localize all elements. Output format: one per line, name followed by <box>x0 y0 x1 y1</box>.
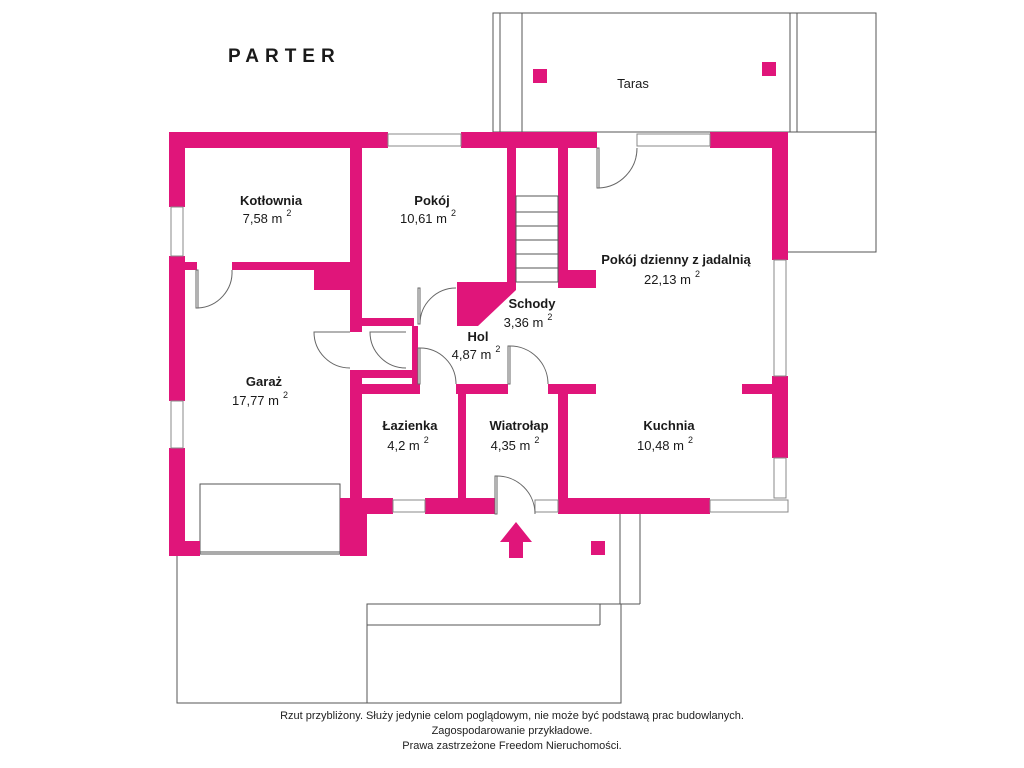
svg-text:4,87 m2: 4,87 m2 <box>452 344 501 362</box>
terrace-marker-left <box>533 69 547 83</box>
terrace-marker-right <box>762 62 776 76</box>
walls <box>169 132 788 556</box>
entrance-marker <box>591 541 605 555</box>
svg-text:Łazienka: Łazienka <box>383 418 439 433</box>
terrace-label: Taras <box>617 76 649 91</box>
svg-text:Kotłownia: Kotłownia <box>240 193 303 208</box>
svg-text:Schody: Schody <box>509 296 557 311</box>
floor-heading: PARTER <box>228 46 341 67</box>
windows <box>170 133 789 513</box>
copyright-line: Prawa zastrzeżone Freedom Nieruchomości. <box>402 740 622 752</box>
svg-text:Garaż: Garaż <box>246 374 283 389</box>
svg-text:Pokój dzienny z jadalnią: Pokój dzienny z jadalnią <box>601 252 751 267</box>
svg-text:17,77 m2: 17,77 m2 <box>232 390 288 408</box>
svg-text:4,35 m2: 4,35 m2 <box>491 435 540 453</box>
svg-text:Pokój: Pokój <box>414 193 449 208</box>
svg-text:Wiatrołap: Wiatrołap <box>489 418 548 433</box>
arrow-up-icon <box>500 522 532 558</box>
staircase <box>515 195 559 283</box>
svg-text:Kuchnia: Kuchnia <box>643 418 695 433</box>
disclaimer-line-1: Rzut przybliżony. Służy jedynie celom po… <box>280 710 744 722</box>
svg-text:7,58 m2: 7,58 m2 <box>243 208 292 226</box>
svg-text:10,48 m2: 10,48 m2 <box>637 435 693 453</box>
svg-text:3,36 m2: 3,36 m2 <box>504 312 553 330</box>
disclaimer-line-2: Zagospodarowanie przykładowe. <box>431 725 593 737</box>
svg-text:Hol: Hol <box>468 329 489 344</box>
garage-door <box>199 483 341 555</box>
doors <box>195 147 638 515</box>
svg-text:4,2 m2: 4,2 m2 <box>387 435 429 453</box>
svg-text:22,13 m2: 22,13 m2 <box>644 269 700 287</box>
svg-text:10,61 m2: 10,61 m2 <box>400 208 456 226</box>
yard-outline <box>176 483 641 704</box>
